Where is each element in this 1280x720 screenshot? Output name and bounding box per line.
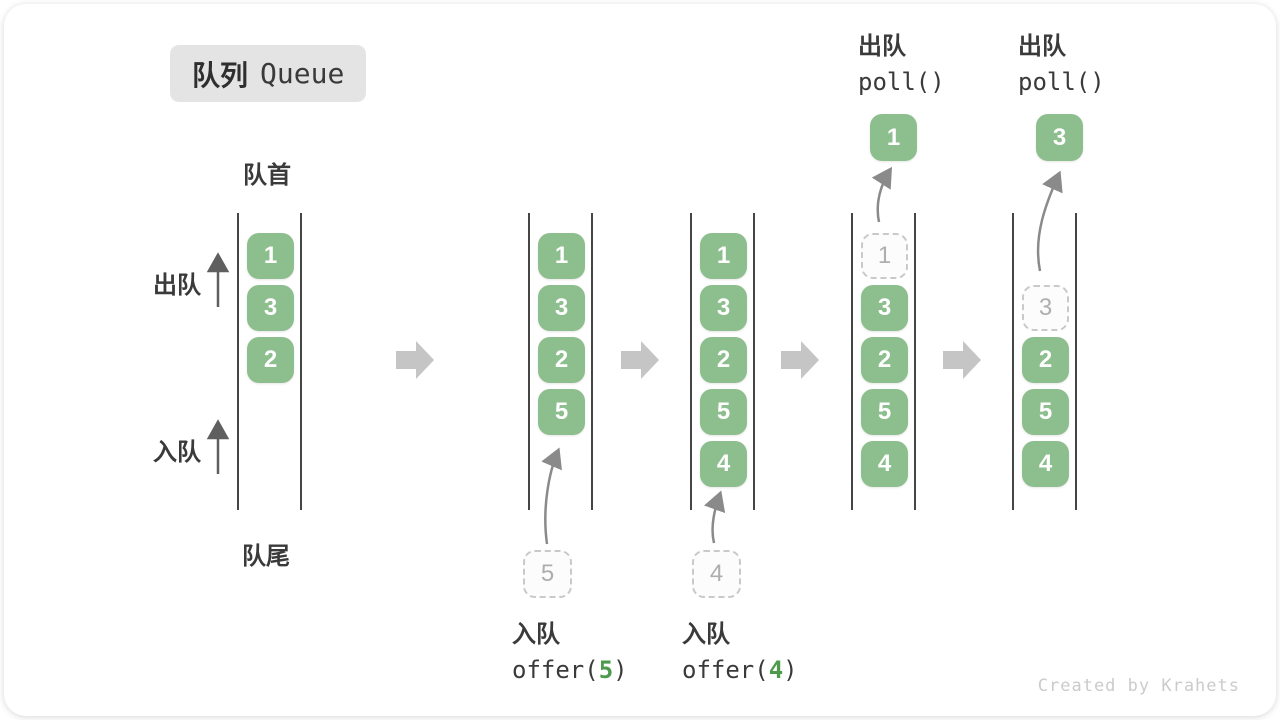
op-poll-2-code: poll() xyxy=(1018,68,1105,96)
queue-block: 3 xyxy=(247,285,294,331)
queue-block: 5 xyxy=(861,389,908,435)
label-queue-front: 队首 xyxy=(243,162,291,189)
queue-block: 2 xyxy=(538,337,585,383)
op-poll-2-label: 出队 xyxy=(1018,33,1066,60)
label-enqueue-direction: 入队 xyxy=(153,439,201,466)
outgoing-element-3: 3 xyxy=(1036,114,1083,161)
op-offer-5-code: offer(5) xyxy=(512,652,628,688)
code-fn: offer( xyxy=(512,656,599,684)
label-dequeue-direction: 出队 xyxy=(153,272,201,299)
queue-block: 1 xyxy=(538,233,585,279)
op-offer-4-code: offer(4) xyxy=(682,652,798,688)
incoming-element-4: 4 xyxy=(692,550,741,598)
code-arg: 4 xyxy=(768,656,784,684)
queue-block: 3 xyxy=(700,285,747,331)
queue-block: 3 xyxy=(538,285,585,331)
queue-state-2: 1 3 2 5 xyxy=(528,213,593,510)
queue-state-3: 1 3 2 5 4 xyxy=(690,213,755,510)
dequeued-ghost-slot: 3 xyxy=(1022,285,1069,331)
outgoing-element-1: 1 xyxy=(870,114,917,161)
queue-block: 1 xyxy=(247,233,294,279)
op-offer-4-label: 入队 xyxy=(682,621,730,648)
queue-block: 5 xyxy=(1022,389,1069,435)
queue-state-1: 1 3 2 xyxy=(237,213,302,510)
op-offer-5: 入队 offer(5) xyxy=(512,618,628,688)
queue-block: 4 xyxy=(700,441,747,487)
op-poll-1-label: 出队 xyxy=(858,33,906,60)
op-offer-5-label: 入队 xyxy=(512,621,560,648)
title-zh: 队列 xyxy=(192,59,249,91)
queue-block: 2 xyxy=(700,337,747,383)
queue-block: 1 xyxy=(700,233,747,279)
queue-block: 4 xyxy=(861,441,908,487)
dequeued-ghost-slot: 1 xyxy=(861,233,908,279)
label-queue-rear: 队尾 xyxy=(242,543,290,570)
queue-block: 2 xyxy=(861,337,908,383)
queue-block: 3 xyxy=(861,285,908,331)
op-poll-1-code: poll() xyxy=(858,68,945,96)
watermark: Created by Krahets xyxy=(1037,676,1240,696)
queue-block: 2 xyxy=(247,337,294,383)
code-arg: 5 xyxy=(598,656,614,684)
code-close: ) xyxy=(783,656,798,684)
incoming-element-5: 5 xyxy=(523,550,572,598)
queue-state-5: 3 2 5 4 xyxy=(1012,213,1077,510)
op-offer-4: 入队 offer(4) xyxy=(682,618,798,688)
queue-state-4: 1 3 2 5 4 xyxy=(851,213,916,510)
op-poll-2: 出队 poll() xyxy=(1018,30,1105,100)
title-badge: 队列 Queue xyxy=(170,45,367,102)
card-background xyxy=(4,4,1276,716)
queue-block: 4 xyxy=(1022,441,1069,487)
code-close: ) xyxy=(613,656,628,684)
op-poll-1: 出队 poll() xyxy=(858,30,945,100)
code-fn: offer( xyxy=(682,656,769,684)
queue-block: 5 xyxy=(538,389,585,435)
title-en: Queue xyxy=(260,57,345,90)
queue-block: 2 xyxy=(1022,337,1069,383)
queue-block: 5 xyxy=(700,389,747,435)
